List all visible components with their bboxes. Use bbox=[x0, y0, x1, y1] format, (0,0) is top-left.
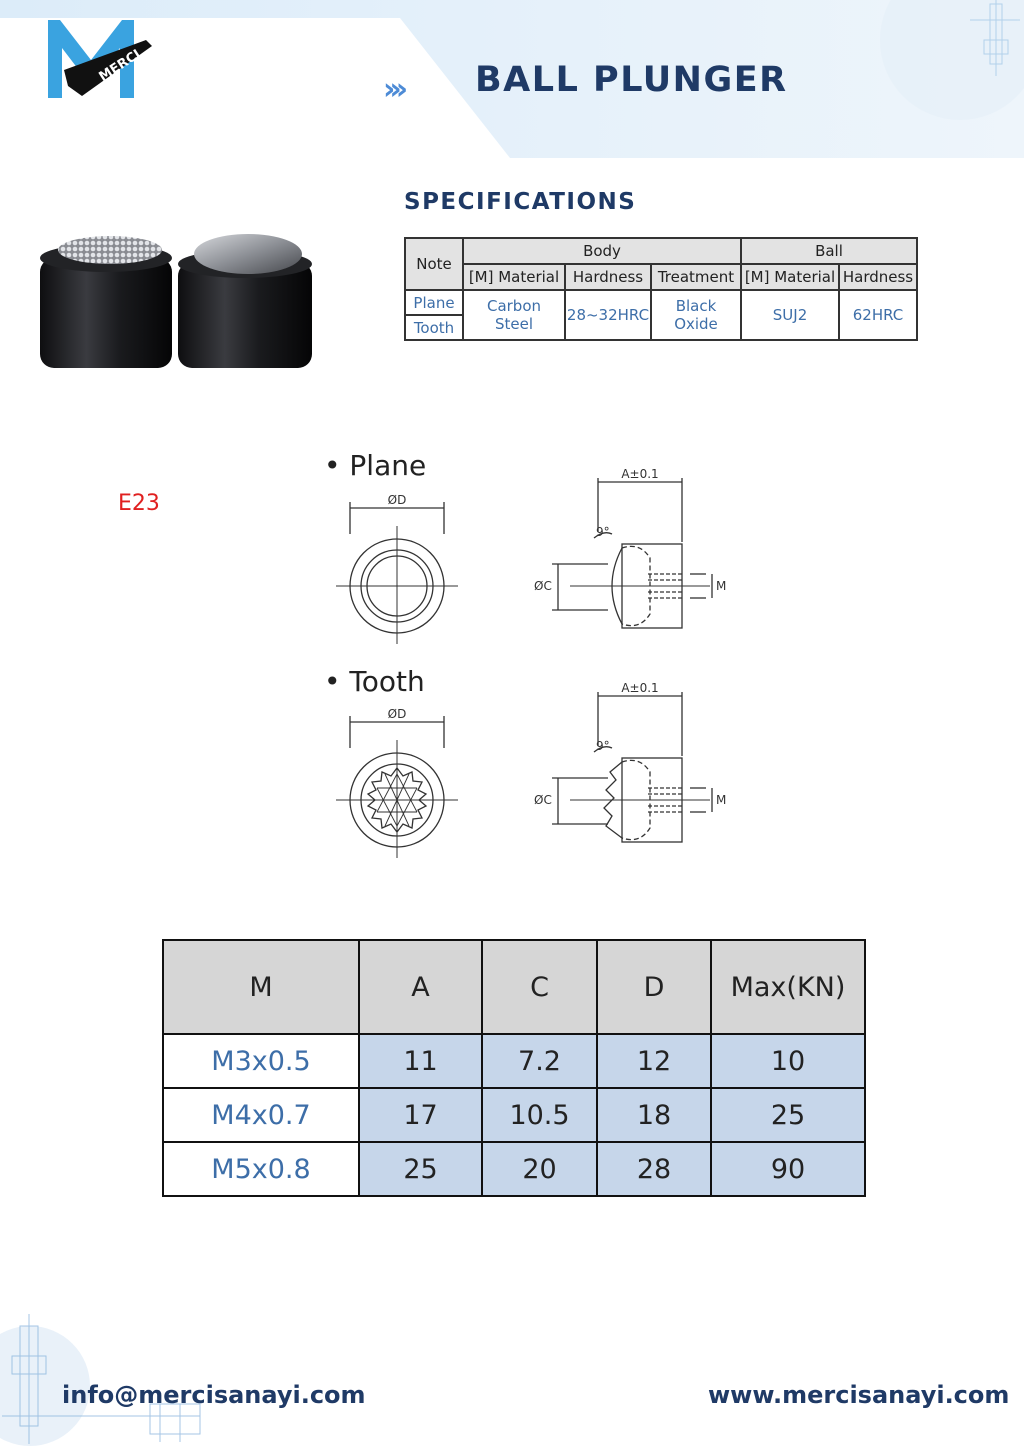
merci-logo: MERCI bbox=[48, 20, 152, 98]
cell-c: 7.2 bbox=[481, 1033, 598, 1089]
cell-c: 20 bbox=[481, 1141, 598, 1197]
specifications-table: Note Body Ball [M] Material Hardness Tre… bbox=[404, 237, 918, 341]
footer-website-link[interactable]: www.mercisanayi.com bbox=[708, 1381, 1010, 1409]
body-material-header: [M] Material bbox=[462, 263, 566, 291]
tooth-dim-d: ØD bbox=[388, 707, 407, 721]
product-photo bbox=[40, 234, 312, 368]
cell-a: 11 bbox=[358, 1033, 483, 1089]
tooth-dim-a: A±0.1 bbox=[621, 681, 658, 695]
cell-m: M3x0.5 bbox=[162, 1033, 360, 1089]
body-header: Body bbox=[462, 237, 742, 265]
note-tooth: Tooth bbox=[404, 314, 464, 341]
header-a: A bbox=[358, 939, 483, 1035]
plane-dim-a: A±0.1 bbox=[621, 467, 658, 481]
cell-c: 10.5 bbox=[481, 1087, 598, 1143]
plane-dim-m: M bbox=[716, 579, 726, 593]
dimension-table: M A C D Max(KN) M3x0.5 11 7.2 12 10 M4x0… bbox=[162, 939, 866, 1197]
cell-d: 12 bbox=[596, 1033, 712, 1089]
body-treatment-line-1: Black bbox=[675, 297, 717, 315]
specifications-heading: SPECIFICATIONS bbox=[404, 189, 637, 215]
ball-hardness-value: 62HRC bbox=[838, 289, 918, 341]
tooth-side-view-drawing: A±0.1 9° ØC M bbox=[534, 681, 726, 843]
footer-email-link[interactable]: info@mercisanayi.com bbox=[62, 1381, 366, 1409]
cell-d: 18 bbox=[596, 1087, 712, 1143]
plane-dim-d: ØD bbox=[388, 493, 407, 507]
cell-a: 17 bbox=[358, 1087, 483, 1143]
plane-side-view-drawing: A±0.1 9° ØC M bbox=[534, 467, 726, 629]
cell-d: 28 bbox=[596, 1141, 712, 1197]
chevron-arrows-icon: ››› bbox=[383, 72, 408, 107]
note-plane: Plane bbox=[404, 289, 464, 316]
page-title: BALL PLUNGER bbox=[475, 60, 788, 100]
ball-material-header: [M] Material bbox=[740, 263, 840, 291]
note-header: Note bbox=[404, 237, 464, 291]
header-band bbox=[0, 0, 1024, 158]
plane-angle: 9° bbox=[596, 525, 610, 539]
ball-header: Ball bbox=[740, 237, 918, 265]
header-d: D bbox=[596, 939, 712, 1035]
body-material-line-2: Steel bbox=[494, 315, 534, 333]
table-row: M5x0.8 25 20 28 90 bbox=[162, 1141, 866, 1197]
cell-max-kn: 25 bbox=[710, 1087, 866, 1143]
header-max-kn: Max(KN) bbox=[710, 939, 866, 1035]
tooth-front-view-drawing: ØD bbox=[336, 707, 458, 858]
cell-a: 25 bbox=[358, 1141, 483, 1197]
dimension-table-header: M A C D Max(KN) bbox=[162, 939, 866, 1035]
cell-max-kn: 90 bbox=[710, 1141, 866, 1197]
blueprint-art-bottom-left bbox=[0, 1314, 201, 1446]
body-material-line-1: Carbon bbox=[486, 297, 542, 315]
body-treatment-header: Treatment bbox=[650, 263, 742, 291]
table-row: M3x0.5 11 7.2 12 10 bbox=[162, 1033, 866, 1089]
table-row: M4x0.7 17 10.5 18 25 bbox=[162, 1087, 866, 1143]
body-treatment-line-2: Oxide bbox=[674, 315, 718, 333]
ball-hardness-header: Hardness bbox=[838, 263, 918, 291]
header-c: C bbox=[481, 939, 598, 1035]
header-m: M bbox=[162, 939, 360, 1035]
plane-section-label: • Plane bbox=[324, 449, 427, 482]
body-hardness-header: Hardness bbox=[564, 263, 652, 291]
plane-dim-c: ØC bbox=[534, 579, 552, 593]
tooth-dim-c: ØC bbox=[534, 793, 552, 807]
cell-m: M5x0.8 bbox=[162, 1141, 360, 1197]
body-treatment-value: Black Oxide bbox=[650, 289, 742, 341]
cell-max-kn: 10 bbox=[710, 1033, 866, 1089]
body-material-value: Carbon Steel bbox=[462, 289, 566, 341]
tooth-dim-m: M bbox=[716, 793, 726, 807]
plane-front-view-drawing: ØD bbox=[336, 493, 458, 644]
body-hardness-value: 28~32HRC bbox=[564, 289, 652, 341]
blueprint-art-top-right bbox=[970, 0, 1020, 76]
ball-material-value: SUJ2 bbox=[740, 289, 840, 341]
tooth-angle: 9° bbox=[596, 739, 610, 753]
tooth-section-label: • Tooth bbox=[324, 665, 425, 698]
cell-m: M4x0.7 bbox=[162, 1087, 360, 1143]
product-code: E23 bbox=[118, 491, 160, 516]
